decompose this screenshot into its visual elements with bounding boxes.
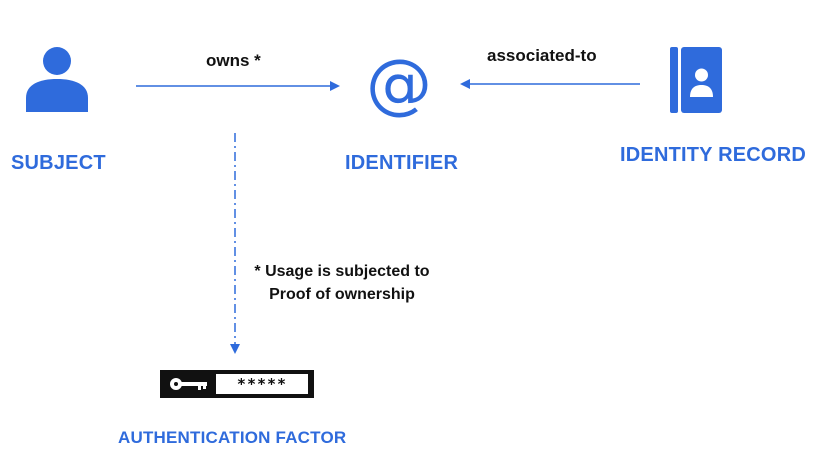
person-icon (26, 47, 88, 112)
subject-label: SUBJECT (11, 152, 106, 174)
subject-node (26, 42, 88, 112)
authentication-factor-label: AUTHENTICATION FACTOR (118, 428, 347, 447)
ownership-note-line-1: * Usage is subjected to (254, 263, 430, 280)
ownership-note: * Usage is subjected to Proof of ownersh… (237, 260, 447, 306)
identity-record-label: IDENTITY RECORD (620, 144, 806, 166)
password-mask: ***** (216, 374, 308, 394)
authentication-factor-icon: ***** (160, 370, 314, 398)
contact-book-icon (670, 47, 722, 113)
owns-edge-label: owns * (206, 51, 261, 70)
at-sign-icon: @ (366, 45, 432, 122)
identity-record-node (670, 47, 722, 113)
identifier-label: IDENTIFIER (345, 152, 459, 174)
key-icon (170, 378, 207, 390)
ownership-note-line-2: Proof of ownership (269, 286, 415, 303)
associated-to-edge-label: associated-to (487, 46, 597, 65)
